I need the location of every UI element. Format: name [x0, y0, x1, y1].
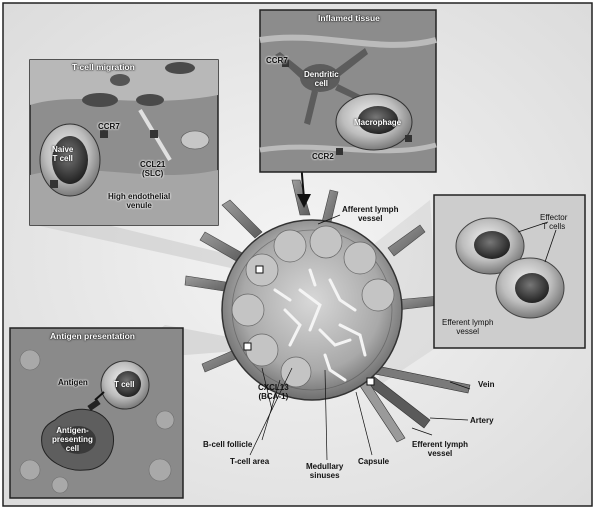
cxcl13-label: CXCL13 (BCA-1): [258, 383, 289, 401]
inflamed-tissue-title: Inflamed tissue: [318, 14, 380, 23]
lymph-node: [222, 220, 402, 400]
inflamed-ccr7-label: CCR7: [266, 56, 288, 65]
zoom-marker-antigen: [244, 343, 251, 350]
antigen-presentation-title: Antigen presentation: [50, 332, 135, 341]
effector-tcells-label: Effector T cells: [540, 213, 567, 231]
vein-label: Vein: [478, 380, 494, 389]
zoom-marker-migration: [256, 266, 263, 273]
ccl21-label: CCL21 (SLC): [140, 160, 165, 178]
antigen-label: Antigen: [58, 378, 88, 387]
medullary-sinuses-label: Medullary sinuses: [306, 462, 343, 480]
effector-efferent-vessel-label: Efferent lymph vessel: [442, 318, 493, 336]
bcell-follicle-label: B-cell follicle: [203, 440, 252, 449]
apc-tcell-label: T cell: [114, 380, 134, 389]
artery-label: Artery: [470, 416, 494, 425]
efferent-lymph-vessel-label: Efferent lymph vessel: [412, 440, 468, 458]
panel-inflamed-tissue: [260, 10, 436, 172]
high-endothelial-venule-label: High endothelial venule: [108, 192, 170, 210]
tcell-area-label: T-cell area: [230, 457, 269, 466]
tcell-migration-title: T-cell migration: [72, 63, 135, 72]
afferent-lymph-vessel-label: Afferent lymph vessel: [342, 205, 398, 223]
macrophage-label: Macrophage: [354, 118, 401, 127]
dendritic-cell-label: Dendritic cell: [304, 70, 339, 88]
panel-antigen-presentation: [10, 328, 183, 498]
ccr2-label: CCR2: [312, 152, 334, 161]
naive-tcell-label: Naive T cell: [52, 145, 73, 163]
antigen-presenting-cell-label: Antigen- presenting cell: [52, 426, 93, 453]
capsule-label: Capsule: [358, 457, 389, 466]
tcell-migration-ccr7-label: CCR7: [98, 122, 120, 131]
zoom-marker-effector: [367, 378, 374, 385]
